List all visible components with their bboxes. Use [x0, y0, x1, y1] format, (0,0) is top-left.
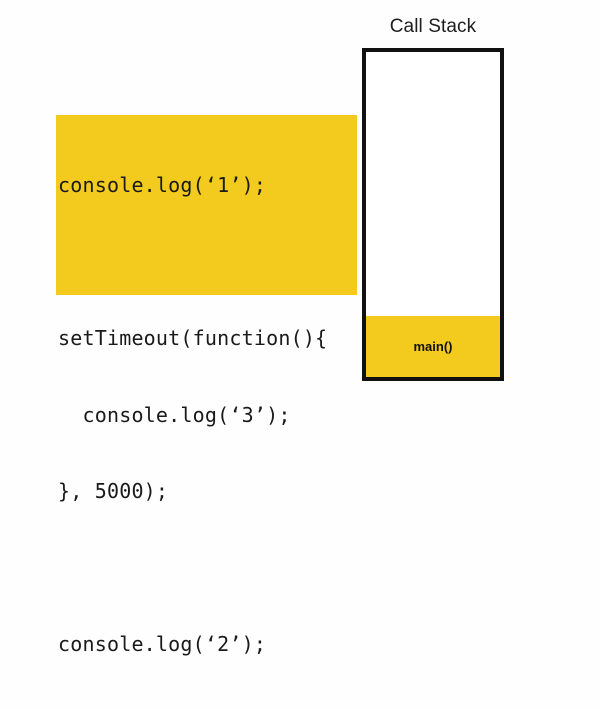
code-lines: console.log(‘1’); setTimeout(function(){…: [58, 122, 327, 709]
code-line: console.log(‘3’);: [58, 402, 291, 427]
code-line: console.log(‘1’);: [58, 173, 267, 197]
code-line-blank: [58, 556, 327, 582]
code-line: setTimeout(function(){: [58, 326, 328, 350]
stack-frame-main: main(): [366, 316, 500, 377]
slide-canvas: console.log(‘1’); setTimeout(function(){…: [56, 16, 504, 656]
code-line-blank: [58, 250, 327, 276]
call-stack-box: main(): [362, 48, 504, 381]
code-block: console.log(‘1’); setTimeout(function(){…: [56, 115, 357, 656]
code-line: console.log(‘2’);: [58, 632, 267, 656]
call-stack-frames: main(): [366, 316, 500, 377]
call-stack-title: Call Stack: [389, 16, 477, 37]
code-line: }, 5000);: [58, 479, 169, 503]
